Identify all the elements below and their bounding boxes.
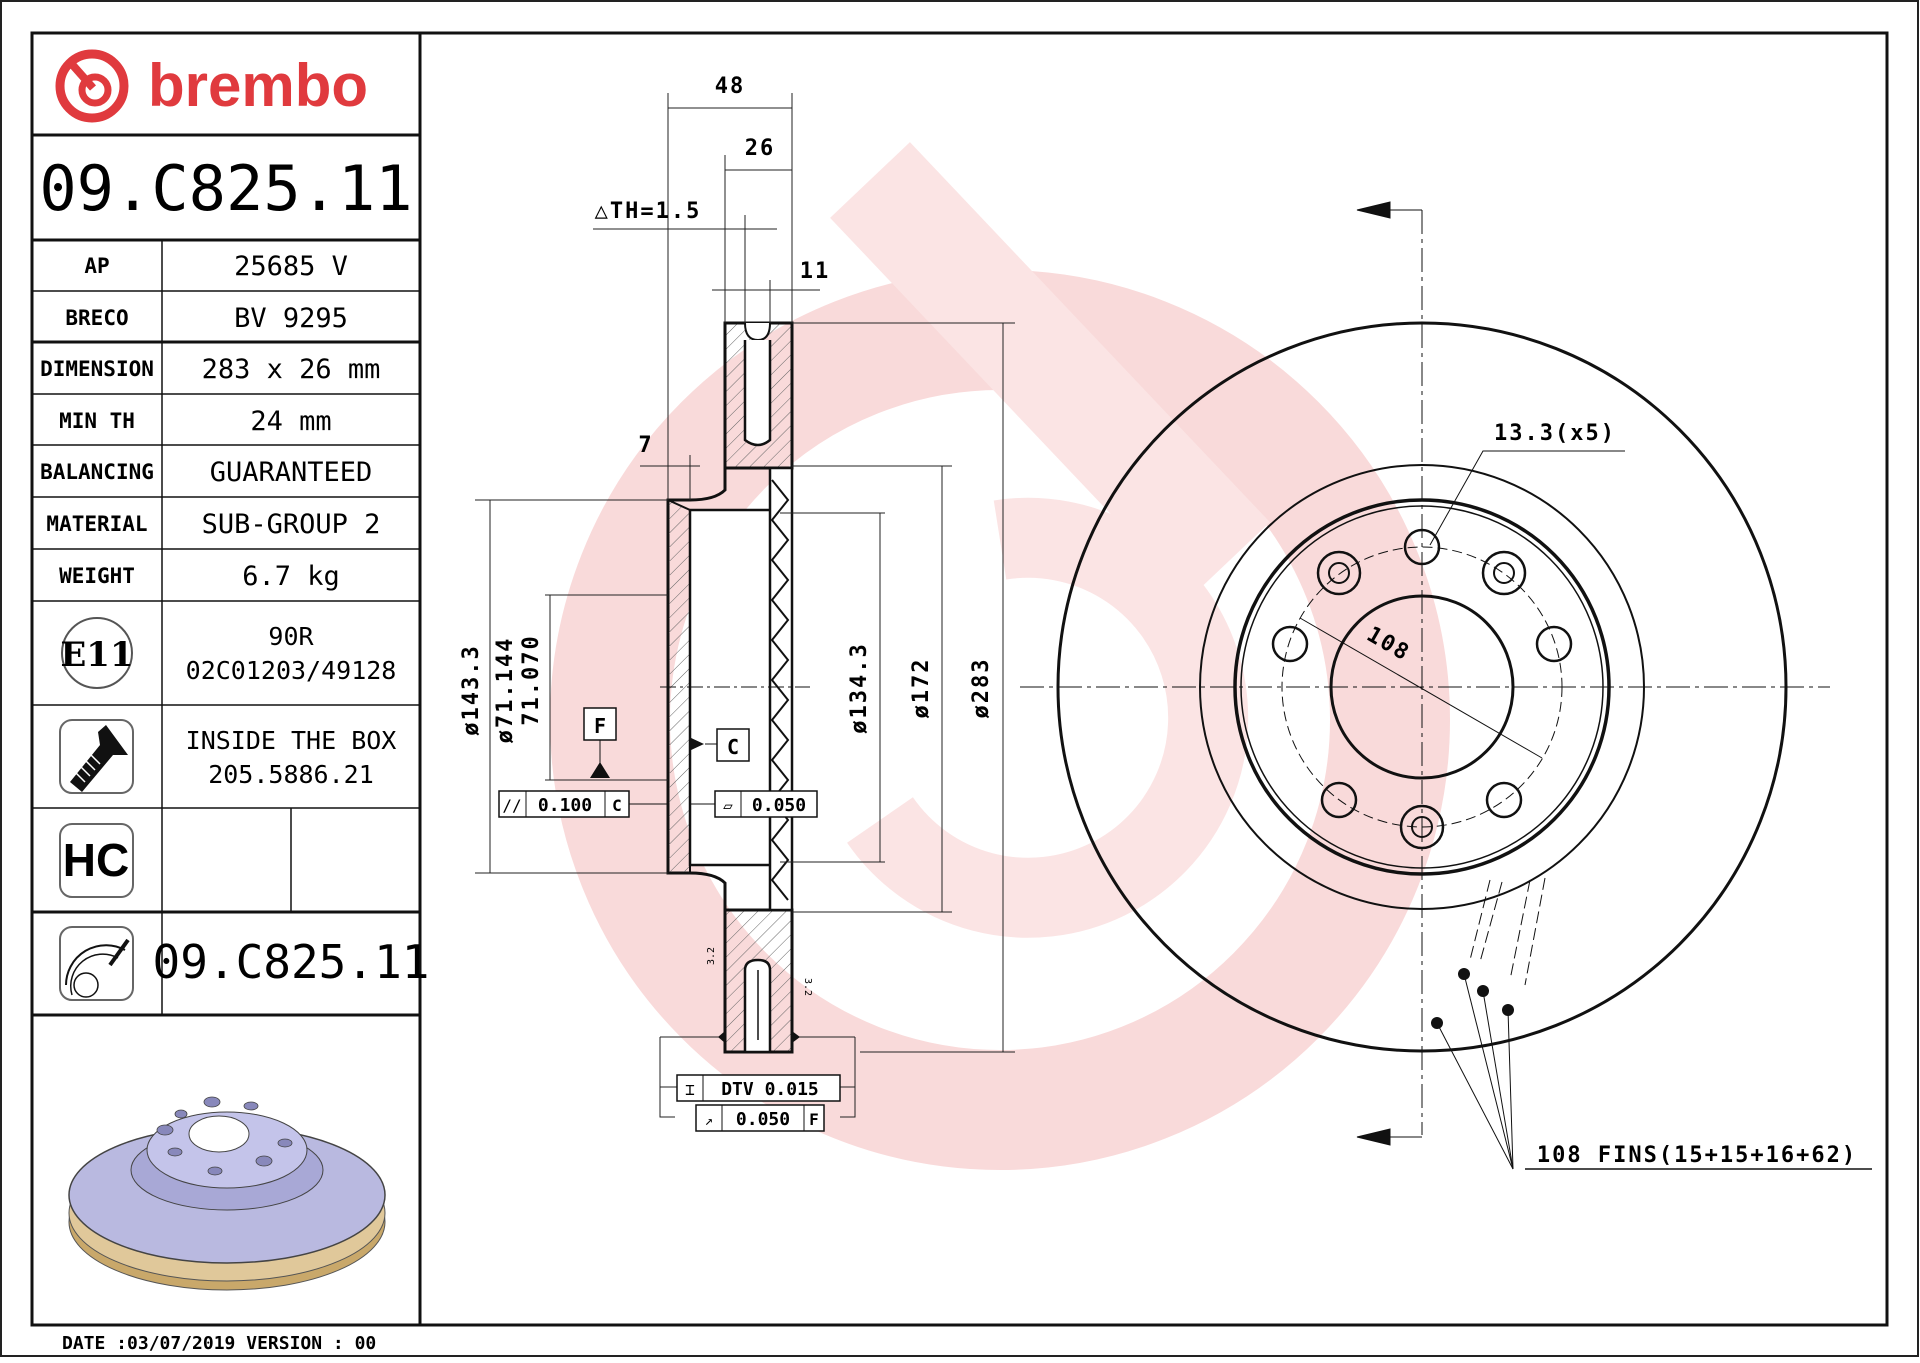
datum-c-label: C bbox=[727, 735, 739, 759]
spec-label-dimension: DIMENSION bbox=[40, 357, 154, 381]
dim-dia-172: ø172 bbox=[909, 658, 934, 719]
title-block bbox=[32, 33, 422, 1325]
footer-date-version: DATE :03/07/2019 VERSION : 00 bbox=[62, 1333, 376, 1354]
fins-callout: 108 FINS(15+15+16+62) bbox=[1537, 1143, 1857, 1168]
parallel-value: 0.100 bbox=[538, 795, 592, 816]
e11-approval-icon: E11 bbox=[60, 617, 134, 689]
section-dimensions bbox=[475, 93, 1015, 1118]
accessory-line2: 205.5886.21 bbox=[208, 760, 374, 789]
spec-value-dimension: 283 x 26 mm bbox=[202, 354, 381, 385]
disc-marking-icon bbox=[59, 926, 134, 1001]
spec-value-breco: BV 9295 bbox=[234, 303, 348, 334]
dim-dia-283: ø283 bbox=[969, 658, 994, 719]
screw-icon bbox=[59, 719, 134, 794]
dim-26: 26 bbox=[745, 136, 776, 161]
flatness-value: 0.050 bbox=[752, 795, 806, 816]
front-view bbox=[1020, 201, 1872, 1170]
part-number-title: 09.C825.11 bbox=[39, 152, 412, 225]
spec-value-material: SUB-GROUP 2 bbox=[202, 509, 381, 540]
parallel-symbol: // bbox=[502, 796, 521, 815]
dim-48: 48 bbox=[715, 74, 746, 99]
runout-value: 0.050 bbox=[736, 1109, 790, 1130]
spec-label-min-th: MIN TH bbox=[59, 409, 135, 433]
spec-label-breco: BRECO bbox=[65, 306, 128, 330]
dtv-symbol: ⌶ bbox=[685, 1080, 695, 1099]
tolerance-runout: ↗ 0.050 F bbox=[695, 1104, 825, 1132]
datum-f-label: F bbox=[594, 714, 606, 738]
runout-datum: F bbox=[809, 1110, 819, 1129]
approval-code-line2: 02C01203/49128 bbox=[186, 656, 397, 685]
spec-table: AP 25685 V BRECO BV 9295 DIMENSION 283 x… bbox=[40, 251, 380, 592]
spec-value-weight: 6.7 kg bbox=[242, 561, 340, 592]
e11-badge-text: E11 bbox=[60, 635, 133, 675]
dtv-value: DTV 0.015 bbox=[721, 1079, 819, 1100]
disc-marking-number: 09.C825.11 bbox=[153, 935, 430, 989]
spec-label-material: MATERIAL bbox=[46, 512, 147, 536]
dim-dia-71-max: ø71.144 bbox=[493, 637, 518, 744]
accessory-line1: INSIDE THE BOX bbox=[186, 726, 397, 755]
hc-badge-text: HC bbox=[63, 834, 129, 886]
tolerance-parallelism: // 0.100 C bbox=[498, 790, 668, 818]
dim-dia-134: ø134.3 bbox=[847, 642, 872, 733]
parallel-datum: C bbox=[612, 796, 622, 815]
brembo-logo: brembo bbox=[55, 49, 368, 123]
drawing-frame bbox=[30, 31, 1889, 1327]
dim-delta-th: △TH=1.5 bbox=[595, 199, 702, 224]
fin-markers bbox=[1431, 968, 1514, 1029]
spec-value-min-th: 24 mm bbox=[250, 406, 331, 437]
spec-value-balancing: GUARANTEED bbox=[210, 457, 373, 488]
spec-value-ap: 25685 V bbox=[234, 251, 348, 282]
spec-label-ap: AP bbox=[84, 254, 109, 278]
spec-label-weight: WEIGHT bbox=[59, 564, 135, 588]
datum-c: C bbox=[689, 728, 750, 762]
dim-dia-71-min: 71.070 bbox=[519, 634, 544, 725]
disc-3d-render bbox=[68, 1096, 386, 1291]
dim-7: 7 bbox=[638, 433, 653, 458]
spec-label-balancing: BALANCING bbox=[40, 460, 154, 484]
runout-symbol: ↗ bbox=[705, 1113, 713, 1129]
datum-f: F bbox=[583, 707, 617, 778]
hc-icon: HC bbox=[59, 823, 134, 898]
flatness-symbol: ▱ bbox=[723, 796, 733, 815]
roughness-left: 3.2 bbox=[706, 947, 717, 965]
hole-callout: 13.3(x5) bbox=[1494, 421, 1616, 446]
tolerance-dtv: ⌶ DTV 0.015 bbox=[676, 1031, 841, 1102]
dim-dia-143: ø143.3 bbox=[459, 644, 484, 735]
approval-code-line1: 90R bbox=[268, 622, 314, 651]
roughness-right: 3.2 bbox=[802, 978, 813, 996]
dim-11: 11 bbox=[800, 259, 831, 284]
brand-name: brembo bbox=[148, 52, 368, 119]
tolerance-flatness: ▱ 0.050 bbox=[690, 790, 818, 818]
